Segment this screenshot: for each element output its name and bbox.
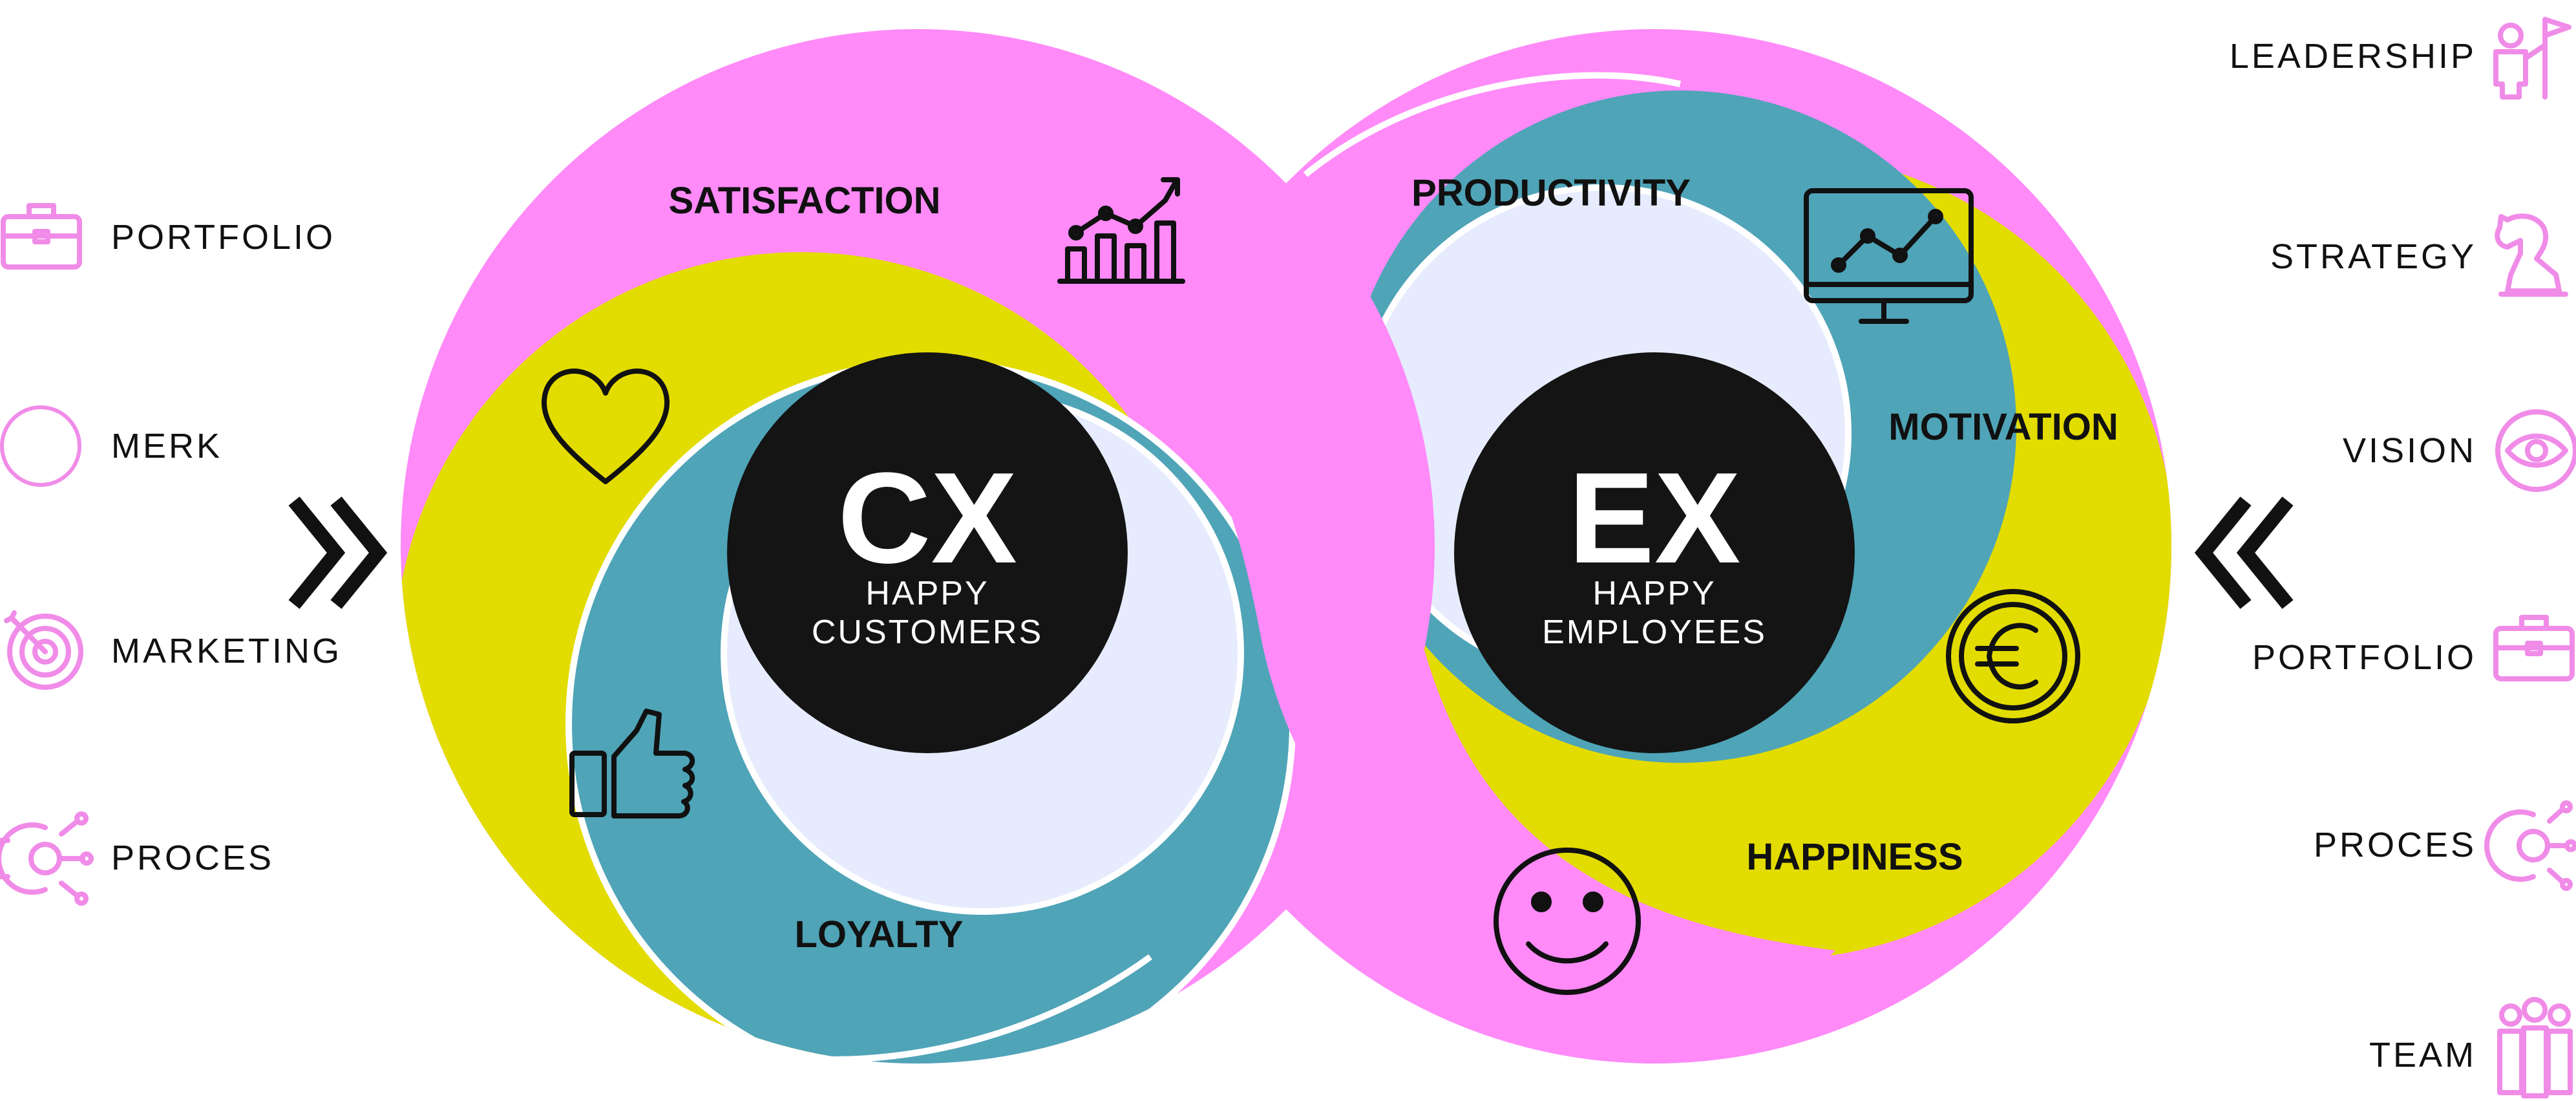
target-icon [4,610,83,690]
ex-subtitle-line1: HAPPY [1592,575,1716,612]
right-item-label: STRATEGY [2270,237,2476,276]
right-list: LEADERSHIP STRATEGY VISION PORTFOLIO PRO… [2230,17,2576,1098]
eye-icon [2495,409,2576,492]
segment-label-satisfaction: SATISFACTION [668,180,940,222]
leader-flag-icon [2493,17,2571,100]
right-item-label: TEAM [2369,1036,2476,1074]
left-item-label: MARKETING [111,632,342,670]
heart-icon [541,369,670,484]
right-item-label: PROCES [2314,826,2476,864]
cx-subtitle-line1: HAPPY [865,575,989,612]
segment-label-motivation: MOTIVATION [1888,406,2118,448]
chess-knight-icon [2495,213,2568,297]
cx-title: CX [838,446,1017,590]
double-chevron-right-icon [288,497,388,609]
gear-circuit-icon [2484,800,2576,891]
segment-label-happiness: HAPPINESS [1746,836,1963,878]
divider-arc [651,954,1152,1063]
thumbs-up-icon [569,709,695,818]
right-item-label: PORTFOLIO [2252,638,2476,677]
ex-title: EX [1568,446,1741,590]
right-item-label: VISION [2343,431,2476,470]
euro-coin-icon [1946,589,2080,723]
circle-icon [0,405,81,487]
bar-chart-growth-icon [1057,177,1185,284]
segment-label-loyalty: LOYALTY [794,914,963,956]
briefcase-icon [2493,615,2575,681]
gear-circuit-icon [0,811,94,906]
smiley-icon [1494,848,1641,995]
segment-label-productivity: PRODUCTIVITY [1411,172,1691,214]
right-item-label: LEADERSHIP [2230,37,2476,76]
double-chevron-left-icon [2194,497,2294,609]
briefcase-icon [1,203,82,270]
divider-arc [1303,72,1682,177]
cx-subtitle-line2: CUSTOMERS [812,614,1043,651]
monitor-chart-icon [1804,188,1974,324]
ex-subtitle-line2: EMPLOYEES [1542,614,1767,651]
infinity-cross-band [898,168,1835,1047]
left-list: PORTFOLIO MERK MARKETING PROCES [0,203,342,906]
ex-core [1454,352,1855,753]
left-item-label: PORTFOLIO [111,218,335,257]
left-item-label: MERK [111,427,222,465]
team-icon [2497,997,2573,1098]
left-item-label: PROCES [111,839,274,877]
cx-core [727,352,1128,753]
